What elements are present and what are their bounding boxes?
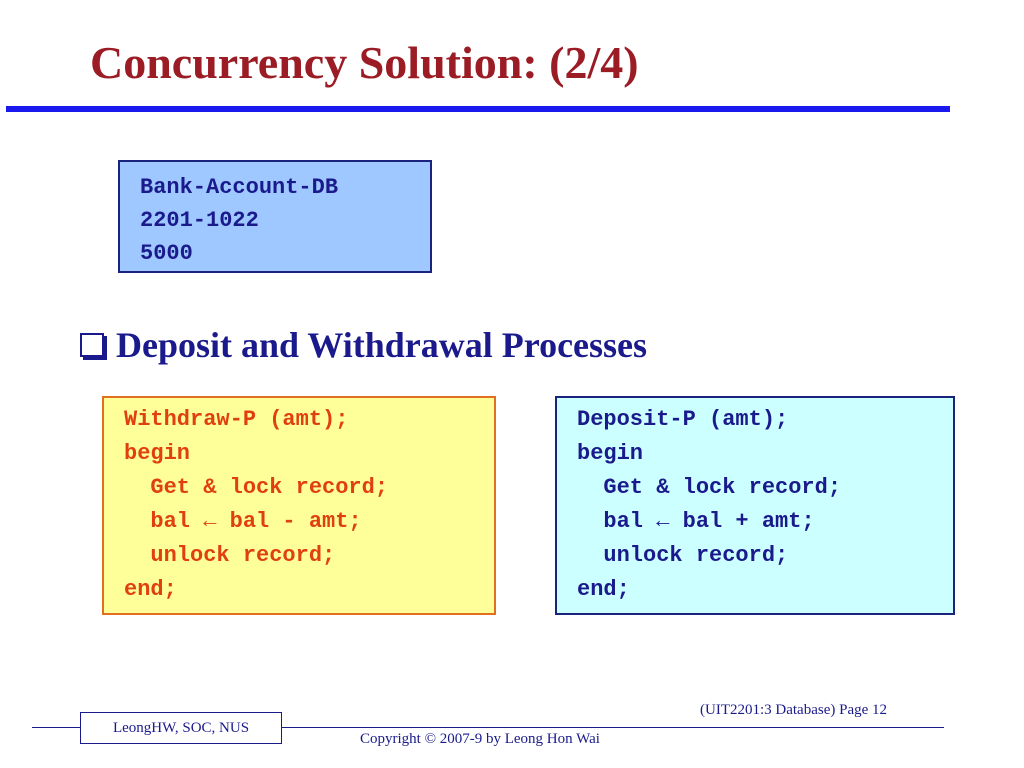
copyright-notice: Copyright © 2007-9 by Leong Hon Wai [360, 731, 600, 747]
slide-title: Concurrency Solution: (2/4) [90, 37, 639, 88]
withdraw-process-box: Withdraw-P (amt); begin Get & lock recor… [102, 396, 496, 615]
author-tab: LeongHW, SOC, NUS [80, 712, 282, 744]
code-line: begin [124, 441, 191, 466]
bullet-deposit-withdrawal: Deposit and Withdrawal Processes [80, 324, 647, 366]
footer-divider [32, 727, 944, 728]
code-line: end; [577, 577, 630, 602]
code-line: Get & lock record; [124, 475, 389, 500]
code-line: unlock record; [124, 543, 336, 568]
bullet-text: Deposit and Withdrawal Processes [116, 325, 648, 365]
db-line-balance: 5000 [140, 241, 193, 266]
db-line-account: 2201-1022 [140, 208, 259, 233]
code-line: unlock record; [577, 543, 789, 568]
db-line-name: Bank-Account-DB [140, 175, 339, 200]
code-line: Deposit-P (amt); [577, 407, 789, 432]
code-line: begin [577, 441, 644, 466]
deposit-process-box: Deposit-P (amt); begin Get & lock record… [555, 396, 955, 615]
code-line: Get & lock record; [577, 475, 842, 500]
code-line: Withdraw-P (amt); [124, 407, 349, 432]
checkbox-icon [80, 333, 104, 357]
page-number: (UIT2201:3 Database) Page 12 [700, 702, 888, 718]
title-divider [6, 106, 950, 112]
bank-account-db-box: Bank-Account-DB 2201-1022 5000 [118, 160, 432, 273]
code-line: bal ← bal - amt; [124, 509, 362, 534]
code-line: end; [124, 577, 177, 602]
code-line: bal ← bal + amt; [577, 509, 815, 534]
